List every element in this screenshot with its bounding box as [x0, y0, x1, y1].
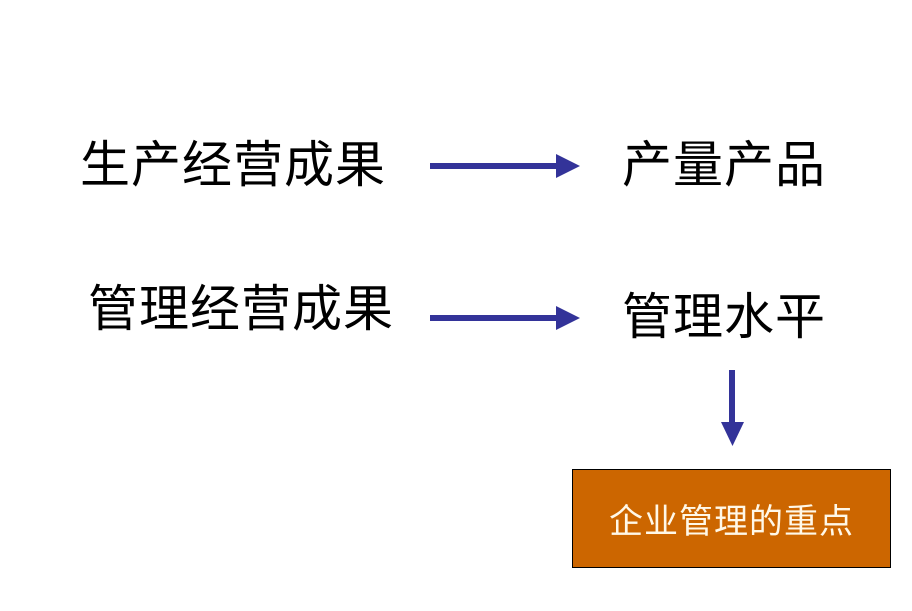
production-results-label: 生产经营成果 — [80, 136, 386, 194]
management-results-label: 管理经营成果 — [88, 280, 394, 338]
management-level-label: 管理水平 — [622, 288, 826, 346]
arrow-right-1 — [430, 154, 580, 178]
management-focus-box: 企业管理的重点 — [572, 469, 891, 568]
output-products-label: 产量产品 — [622, 136, 826, 194]
arrow-down — [721, 370, 744, 446]
arrow-right-2 — [430, 306, 580, 330]
management-focus-label: 企业管理的重点 — [609, 502, 854, 542]
